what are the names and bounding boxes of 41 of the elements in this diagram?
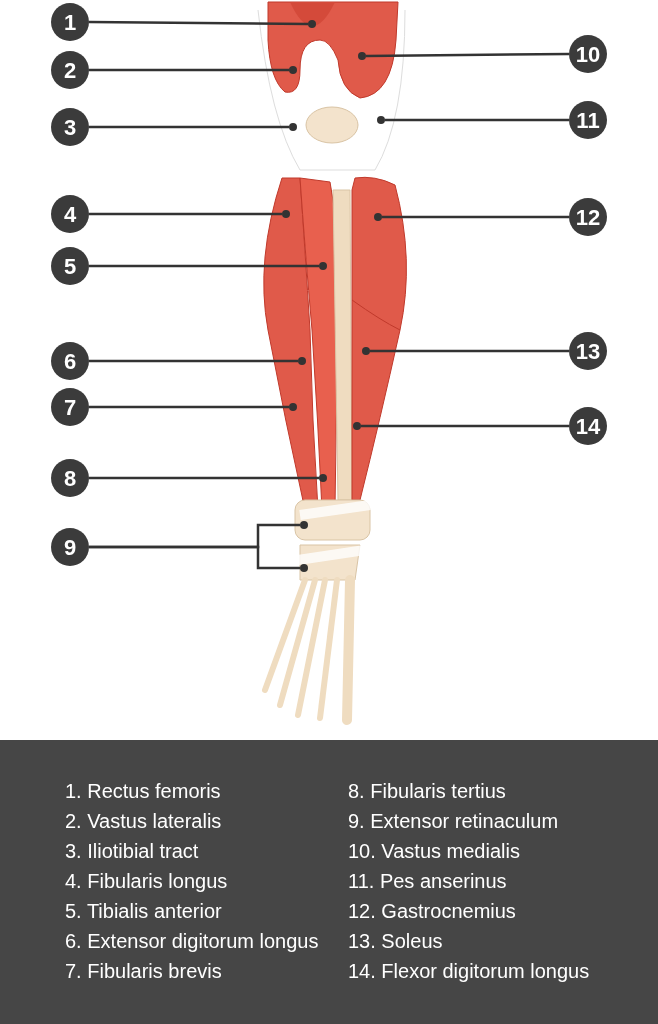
legend-item: 14. Flexor digitorum longus [348,959,591,984]
legend-item: 10. Vastus medialis [348,839,521,864]
callout-number: 6 [51,342,89,380]
callout-number: 8 [51,459,89,497]
leader-line [89,476,319,480]
leader-line [89,405,289,409]
legend-item: 12. Gastrocnemius [348,899,517,924]
leader-line [366,52,569,58]
leader-line [89,545,300,570]
legend-item: 3. Iliotibial tract [65,839,200,864]
legend-item: 13. Soleus [348,929,444,954]
legend-item: 5. Tibialis anterior [65,899,223,924]
callout-number: 13 [569,332,607,370]
legend-item: 9. Extensor retinaculum [348,809,560,834]
leader-line [370,349,569,353]
callout-number: 5 [51,247,89,285]
callout-number: 10 [569,35,607,73]
legend-item: 2. Vastus lateralis [65,809,223,834]
legend-item: 8. Fibularis tertius [348,779,507,804]
callout-number: 11 [569,101,607,139]
legend-item: 6. Extensor digitorum longus [65,929,320,954]
leader-line [89,68,289,72]
callout-number: 9 [51,528,89,566]
leader-line [89,264,319,268]
leader-line [89,359,298,363]
leader-line [89,125,289,129]
callout-number: 7 [51,388,89,426]
legend-item: 7. Fibularis brevis [65,959,223,984]
legend-item: 4. Fibularis longus [65,869,229,894]
callout-number: 12 [569,198,607,236]
callout-number: 4 [51,195,89,233]
leader-line [89,20,308,26]
callout-number: 1 [51,3,89,41]
callout-number: 2 [51,51,89,89]
legend-item: 1. Rectus femoris [65,779,222,804]
callout-number: 3 [51,108,89,146]
leader-line [361,424,569,428]
callout-number: 14 [569,407,607,445]
leader-line [382,215,569,219]
leader-line [385,118,569,122]
legend-item: 11. Pes anserinus [348,869,508,894]
